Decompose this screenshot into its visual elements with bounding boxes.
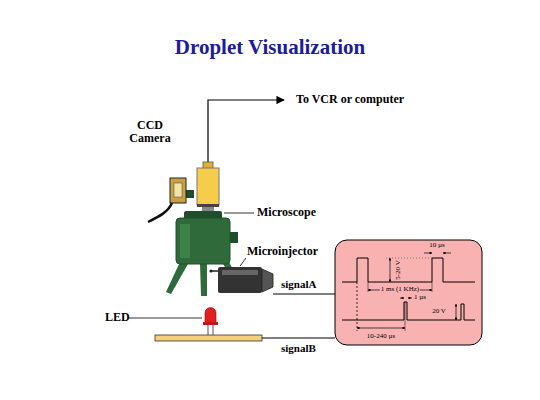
- leader-line: [240, 258, 246, 266]
- part-label: Microinjector: [247, 245, 318, 258]
- dimension-label: 1 ms (1 KHz): [380, 286, 420, 294]
- output-label: To VCR or computer: [296, 93, 404, 106]
- leader-line: [224, 213, 254, 214]
- diagram-title: Droplet Visualization: [175, 36, 365, 59]
- timing-waveform: [342, 253, 475, 331]
- dimension-label: 20 V: [432, 308, 446, 316]
- signal-name: signalA: [281, 278, 316, 290]
- dimension-label: 10 µs: [429, 242, 445, 250]
- signal-wire: [262, 338, 335, 339]
- camera-cable: [208, 100, 284, 163]
- timing-panel: [335, 240, 482, 345]
- dimension-label: 1 µs: [414, 294, 426, 302]
- part-label: Microscope: [257, 206, 316, 219]
- circuit-board: [155, 335, 262, 341]
- signal-name: signalB: [281, 342, 316, 354]
- microinjector: [209, 267, 273, 293]
- ccd-camera: [197, 162, 219, 212]
- dimension-label: 5-20 V: [395, 260, 403, 280]
- part-label: LED: [105, 311, 130, 324]
- led: [203, 308, 218, 336]
- leader-line: [128, 318, 202, 319]
- signal-wire: [273, 294, 335, 295]
- dimension-label: 10-240 µs: [367, 333, 395, 341]
- part-label: CCD Camera: [118, 119, 182, 145]
